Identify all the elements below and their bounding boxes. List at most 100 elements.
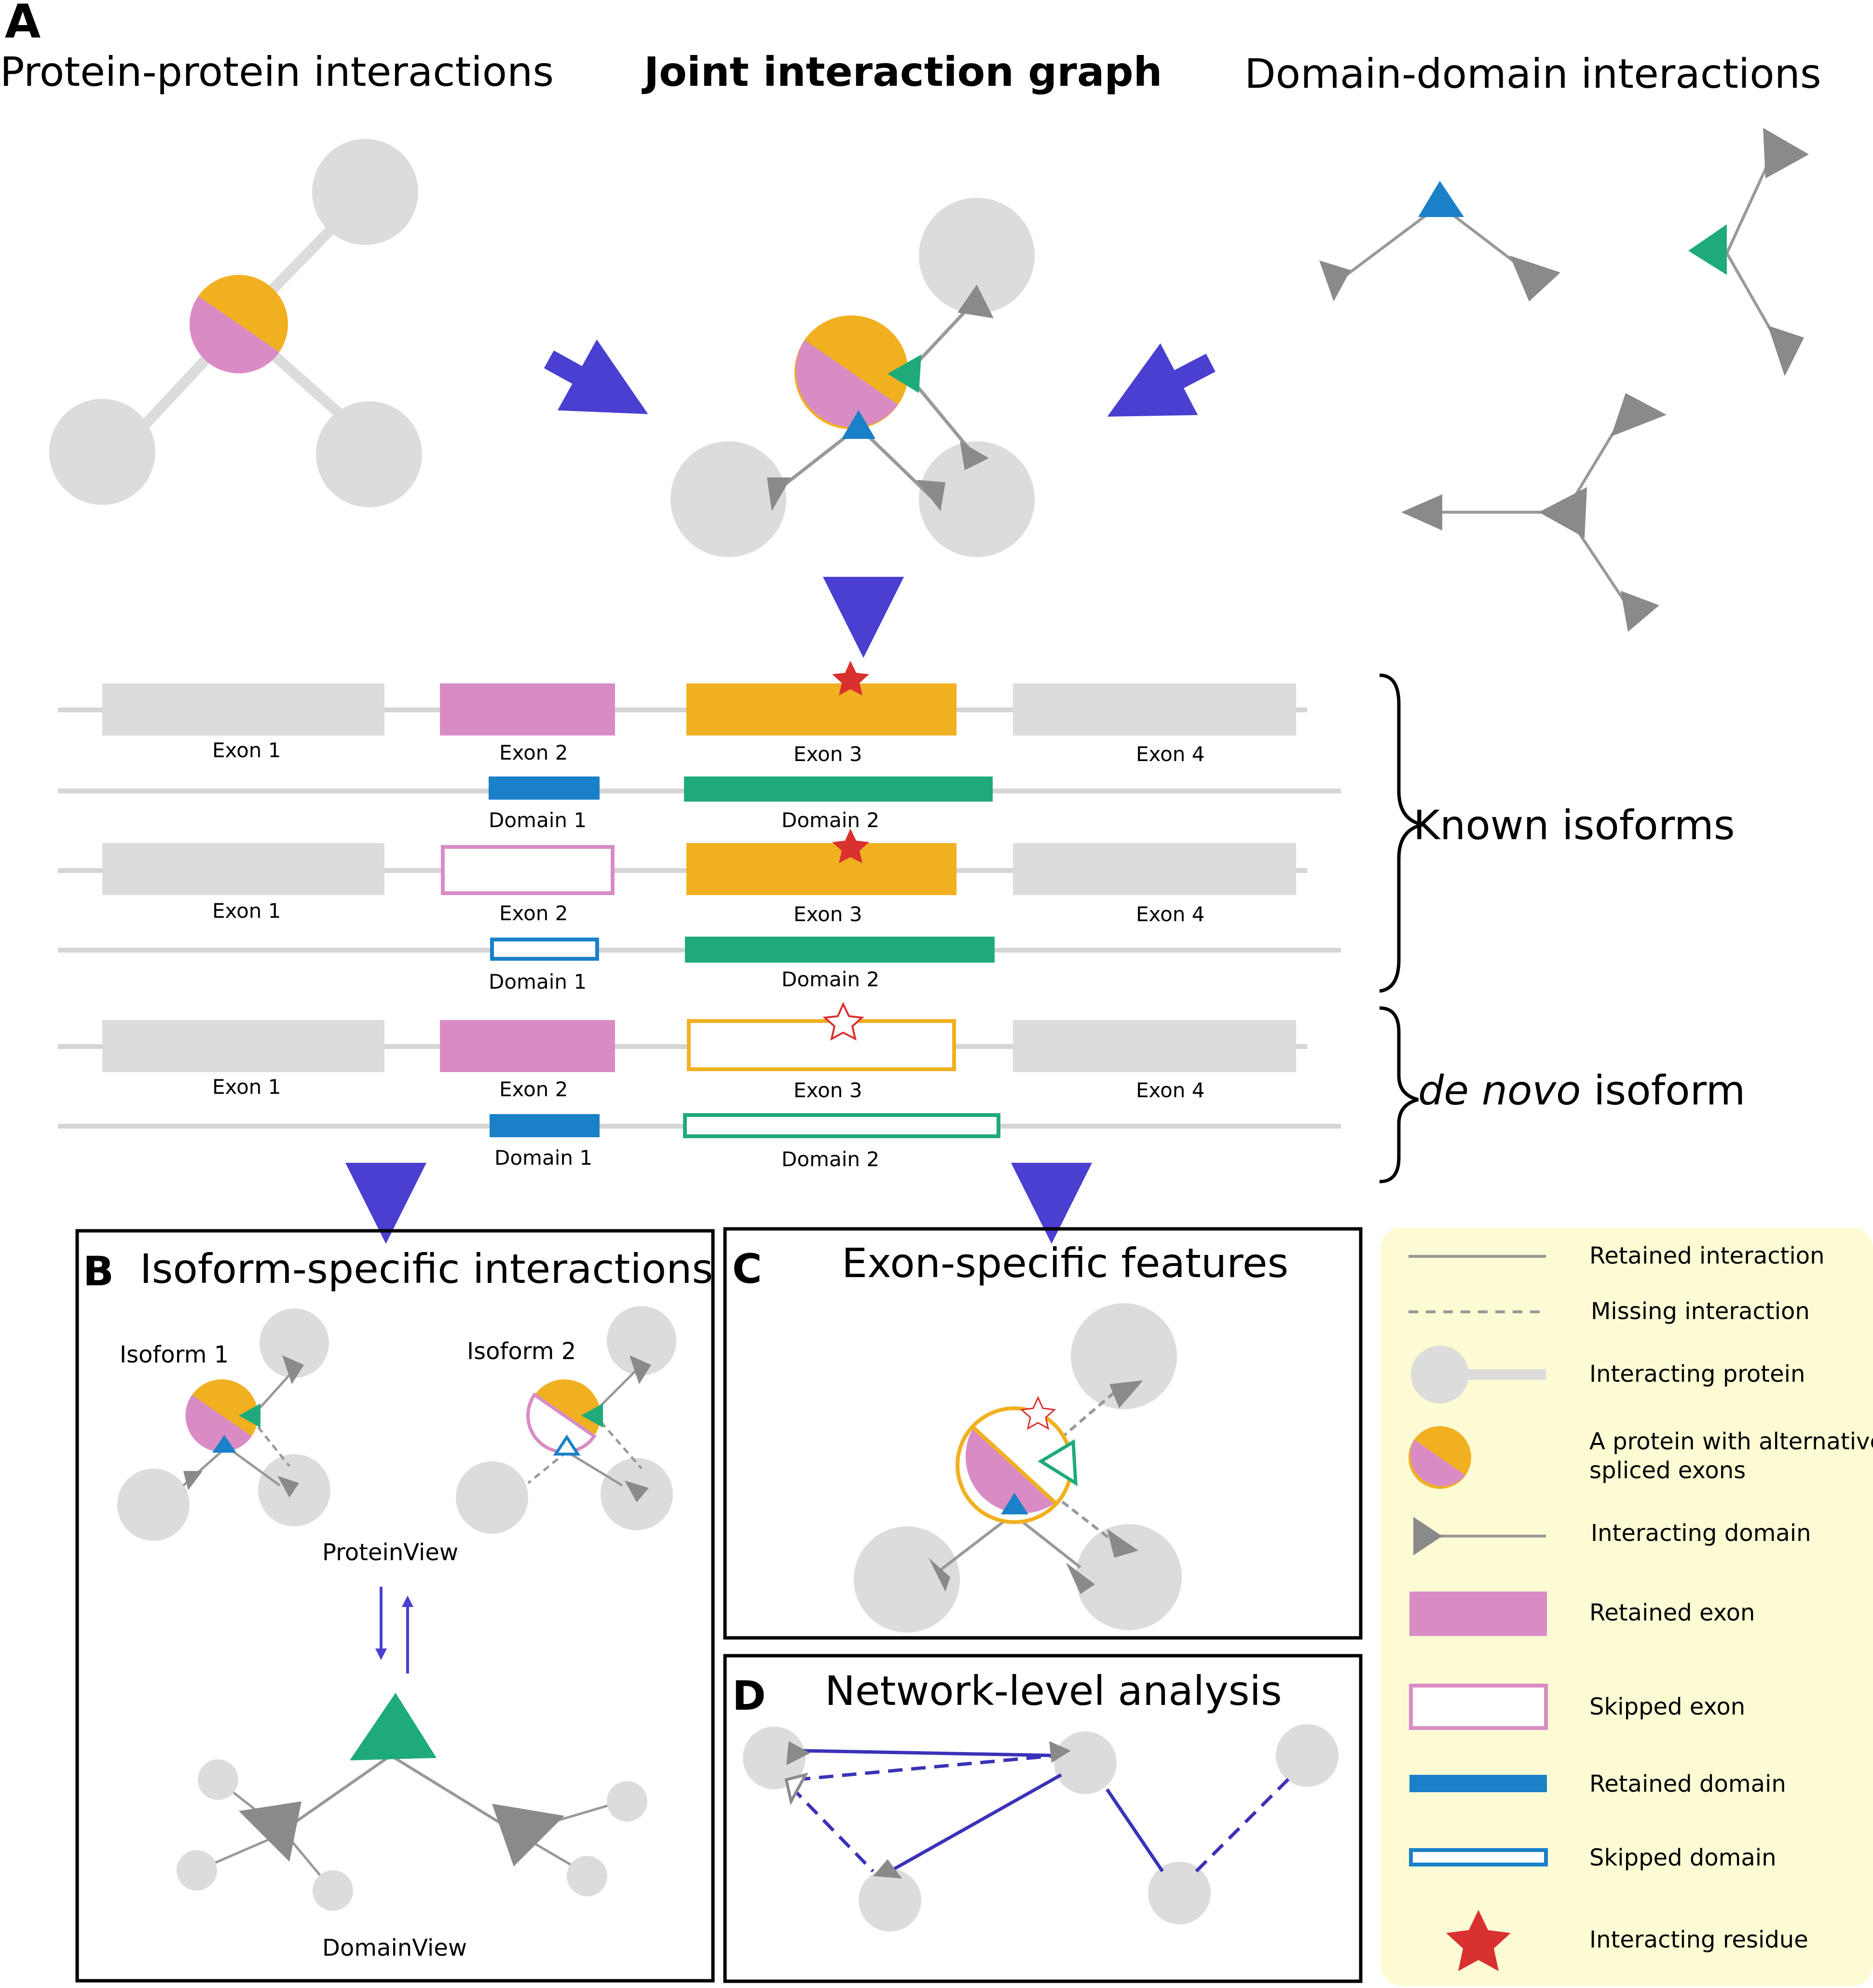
panel-c-title: Exon-specific features — [842, 1239, 1288, 1287]
protein-view-label: ProteinView — [322, 1539, 458, 1566]
panel-d: D Network-level analysis — [723, 1654, 1363, 1983]
legend-skipped-exon: Skipped exon — [1589, 1693, 1745, 1720]
domain-1-label: Domain 1 — [489, 970, 587, 994]
domain-2-retained — [685, 937, 995, 963]
green-domain-icon — [888, 354, 921, 393]
panel-b: B Isoform-specific interactions Isoform … — [75, 1229, 715, 1983]
legend-interacting-residue: Interacting residue — [1589, 1926, 1808, 1953]
grey-domain-icon — [492, 1804, 564, 1866]
exon-1-retained — [102, 843, 384, 895]
grey-domain-icon — [960, 441, 989, 470]
exon-4-label: Exon 4 — [1136, 742, 1205, 766]
exon-2-skipped — [441, 845, 615, 895]
grey-domain-icon — [916, 480, 945, 511]
legend-retained-domain: Retained domain — [1589, 1770, 1786, 1797]
exon-2-retained — [440, 1020, 615, 1072]
denovo-italic: de novo — [1418, 1067, 1581, 1114]
domain-1-label: Domain 1 — [489, 808, 587, 832]
domain-2-label: Domain 2 — [781, 967, 879, 991]
exon-2-retained — [440, 683, 615, 735]
exon-1-label: Exon 1 — [212, 738, 281, 762]
denovo-rest: isoform — [1581, 1067, 1745, 1114]
denovo-isoform-label: de novo isoform — [1418, 1067, 1745, 1114]
blue-domain-icon — [1418, 181, 1464, 217]
legend-skipped-domain: Skipped domain — [1589, 1844, 1777, 1871]
legend-retained-interaction: Retained interaction — [1589, 1242, 1825, 1269]
panel-c-letter: C — [732, 1245, 762, 1293]
grey-domain-icon — [767, 477, 791, 511]
green-domain-icon — [350, 1693, 437, 1760]
domain-2-label: Domain 2 — [781, 808, 879, 832]
exon-1-retained — [102, 683, 384, 735]
grey-domain-icon — [957, 285, 994, 318]
grey-domain-icon — [1621, 591, 1659, 632]
interacting-protein-node — [919, 441, 1035, 557]
legend-missing-interaction: Missing interaction — [1591, 1298, 1810, 1325]
exon-1-retained — [102, 1020, 384, 1072]
exon-4-retained — [1013, 1020, 1296, 1072]
interacting-residue-icon — [832, 661, 869, 695]
denovo-isoform-brace — [1379, 1006, 1419, 1184]
known-isoforms-label: Known isoforms — [1413, 802, 1735, 849]
isoform-2-label: Isoform 2 — [467, 1338, 576, 1365]
flow-arrow — [544, 339, 648, 414]
legend-retained-domain-icon — [1409, 1775, 1547, 1792]
exon-3-label: Exon 3 — [793, 902, 862, 926]
grey-domain-icon — [1510, 256, 1560, 301]
legend-interacting-domain: Interacting domain — [1591, 1520, 1811, 1547]
exon-3-retained — [686, 843, 957, 895]
interacting-protein-node — [312, 139, 418, 245]
panel-d-title: Network-level analysis — [825, 1667, 1282, 1715]
grey-domain-icon — [1401, 494, 1442, 531]
flow-arrow — [1107, 343, 1216, 417]
exon-4-retained — [1013, 843, 1296, 895]
joint-graph — [670, 198, 1035, 557]
ppi-title: Protein-protein interactions — [0, 48, 554, 95]
exon-2-label: Exon 2 — [499, 901, 568, 925]
legend-skipped-exon-icon — [1409, 1684, 1548, 1730]
domain-2-skipped — [683, 1113, 1000, 1138]
exon-4-retained — [1013, 683, 1296, 735]
legend-retained-exon-icon — [1409, 1592, 1547, 1636]
grey-domain-icon — [239, 1801, 301, 1862]
interacting-protein-node — [49, 399, 155, 505]
ppi-graph — [49, 139, 422, 507]
interacting-protein-node — [316, 401, 422, 507]
domain-2-retained — [684, 776, 993, 802]
interacting-protein-node — [670, 441, 786, 557]
panel-d-letter: D — [732, 1672, 766, 1719]
legend-residue-icon — [1446, 1910, 1511, 1971]
domain-2-label: Domain 2 — [781, 1147, 879, 1171]
exon-4-label: Exon 4 — [1136, 1078, 1205, 1102]
legend: Retained interaction Missing interaction… — [1381, 1227, 1873, 1986]
exon-3-skipped — [687, 1019, 956, 1071]
exon-3-retained — [686, 683, 957, 735]
legend-skipped-domain-icon — [1409, 1848, 1548, 1866]
panel-c: C Exon-specific features — [723, 1227, 1363, 1640]
grey-domain-icon — [1319, 260, 1351, 301]
grey-domain-icon — [1611, 393, 1667, 436]
exon-2-label: Exon 2 — [499, 741, 568, 764]
interacting-protein-node — [919, 198, 1035, 313]
joint-title: Joint interaction graph — [642, 48, 1162, 95]
isoform-1-label: Isoform 1 — [120, 1341, 229, 1368]
isoform-tracks: Exon 1 Exon 2 Exon 3 Exon 4 Domain 1 Dom… — [58, 661, 1745, 1184]
domain-1-retained — [489, 776, 600, 800]
exon-2-label: Exon 2 — [499, 1077, 568, 1101]
interacting-residue-icon — [832, 829, 869, 863]
exon-4-label: Exon 4 — [1136, 902, 1205, 926]
legend-protein-icon — [1411, 1346, 1469, 1403]
grey-domain-icon — [1539, 487, 1587, 538]
domain-1-skipped — [490, 938, 599, 961]
exon-1-label: Exon 1 — [212, 1075, 281, 1099]
panel-b-letter: B — [83, 1248, 114, 1295]
legend-domain-icon — [1413, 1517, 1442, 1555]
ddi-title: Domain-domain interactions — [1244, 50, 1821, 97]
domain-1-label: Domain 1 — [494, 1146, 592, 1170]
blue-domain-icon — [842, 410, 875, 439]
legend-alt-protein-line1: A protein with alternative — [1589, 1428, 1873, 1455]
ddi-graphs — [1319, 128, 1809, 632]
green-domain-icon — [1688, 224, 1727, 275]
